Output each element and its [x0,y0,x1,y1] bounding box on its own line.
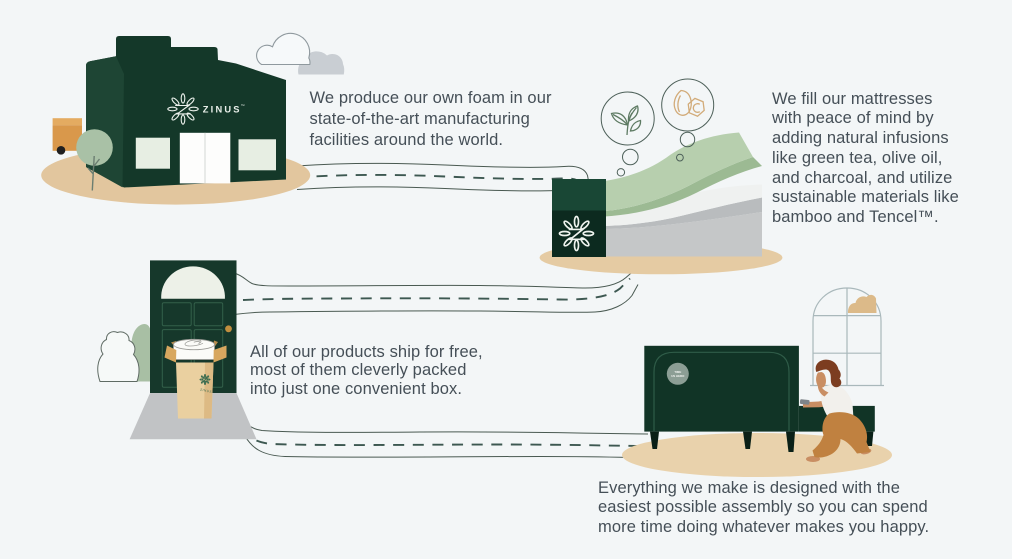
svg-text:TIME: TIME [674,370,681,374]
svg-text:US HERO: US HERO [671,374,685,378]
svg-text:ZINUS: ZINUS [203,104,242,114]
svg-text:ZINUS: ZINUS [200,388,213,394]
svg-text:™: ™ [241,103,245,108]
